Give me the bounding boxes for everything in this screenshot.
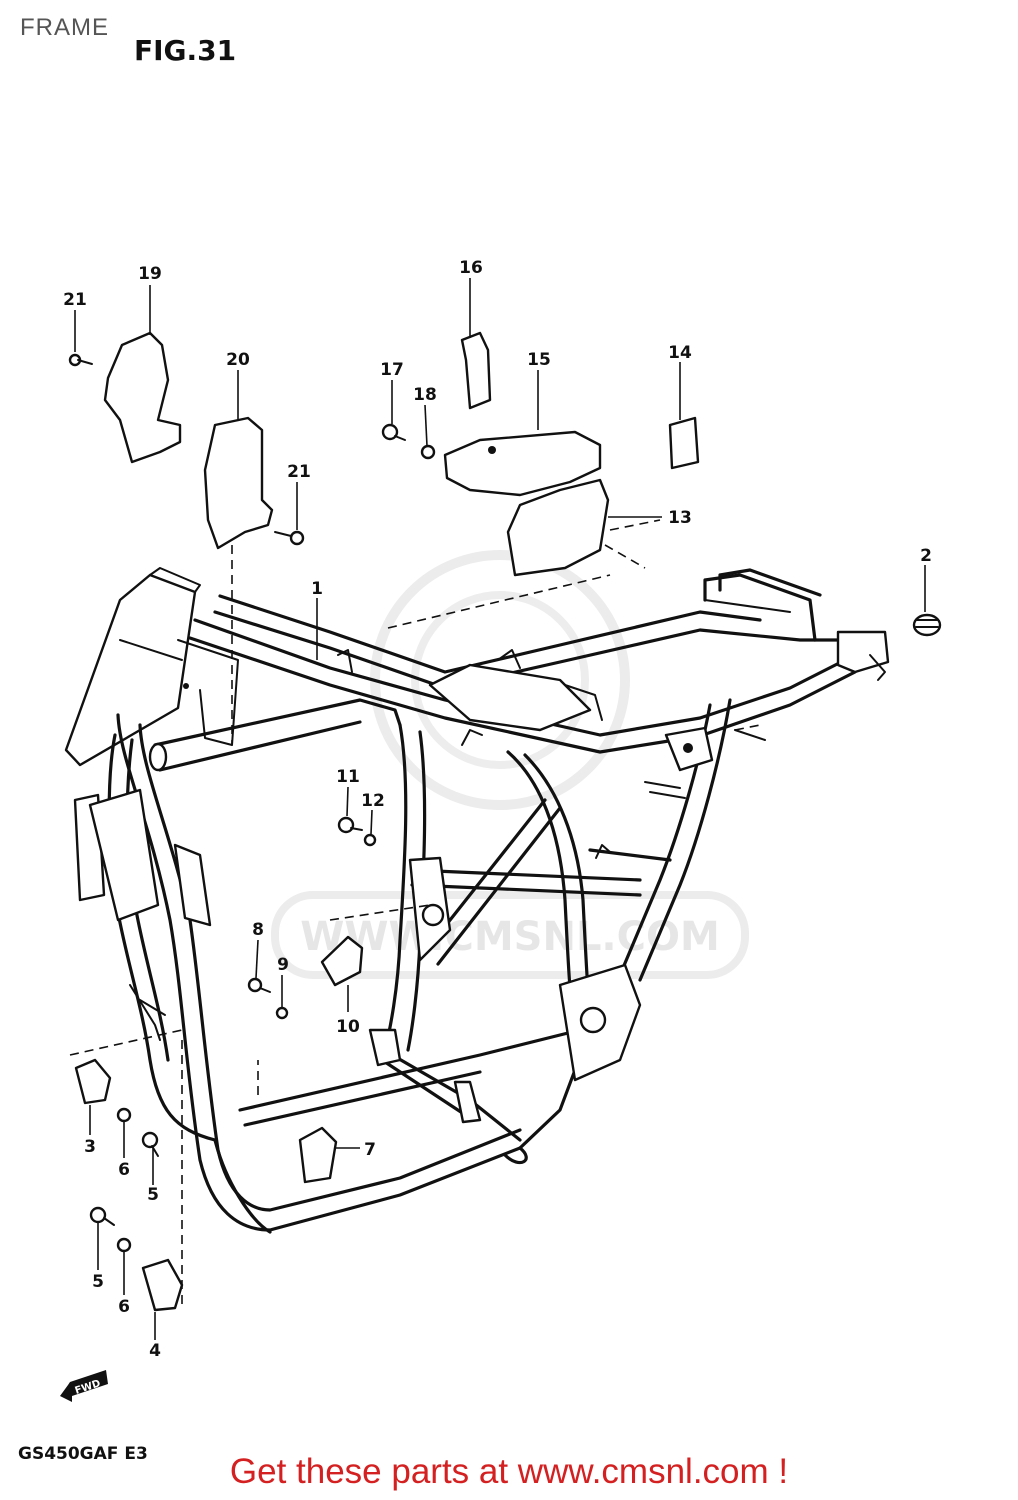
battery-box-part-15	[443, 430, 602, 497]
bolt-part-21-lower	[274, 530, 305, 546]
callout-2: 2	[920, 546, 932, 566]
bolt-part-5-lower	[89, 1206, 115, 1226]
callout-13: 13	[668, 508, 692, 528]
callout-9: 9	[277, 955, 289, 975]
callout-7: 7	[364, 1140, 376, 1160]
washer-part-6-upper	[116, 1107, 132, 1123]
bolt-part-8	[247, 977, 271, 993]
callout-1: 1	[311, 579, 323, 599]
bracket-part-13	[506, 478, 610, 577]
callout-labels: 21 19 20 21 17 18 16 15 14 13 2 1 11 12 …	[63, 258, 932, 1361]
page-title: FRAME	[20, 14, 109, 41]
washer-part-12	[363, 833, 377, 847]
callout-8: 8	[252, 920, 264, 940]
bolt-part-5-upper	[141, 1131, 159, 1157]
callout-6-upper: 6	[118, 1160, 130, 1180]
callout-10: 10	[336, 1017, 360, 1037]
callout-17: 17	[380, 360, 404, 380]
cushion-part-2	[912, 613, 942, 637]
callout-6-lower: 6	[118, 1297, 130, 1317]
bracket-part-20	[203, 416, 274, 550]
callout-18: 18	[413, 385, 437, 405]
callout-15: 15	[527, 350, 551, 370]
callout-12: 12	[361, 791, 385, 811]
bolt-part-11	[337, 816, 363, 834]
callout-leaders	[74, 278, 926, 1340]
model-code: GS450GAF E3	[18, 1444, 148, 1464]
strap-part-16	[460, 331, 492, 410]
forward-direction-arrow: FWD	[60, 1370, 108, 1402]
callout-20: 20	[226, 350, 250, 370]
assembly-guide-lines	[69, 519, 761, 1310]
figure-label: FIG.31	[134, 34, 237, 67]
callout-19: 19	[138, 264, 162, 284]
label-part-14	[668, 416, 700, 470]
bracket-part-3	[74, 1058, 112, 1105]
bracket-part-19	[103, 331, 182, 464]
callout-5-upper: 5	[147, 1185, 159, 1205]
callout-14: 14	[668, 343, 692, 363]
bolt-part-21-upper	[68, 353, 93, 367]
callout-21-lower: 21	[287, 462, 311, 482]
washer-part-9	[275, 1006, 289, 1020]
frame-part-1	[64, 567, 890, 1234]
callout-5-lower: 5	[92, 1272, 104, 1292]
callout-21-upper: 21	[63, 290, 87, 310]
bracket-part-4	[141, 1258, 184, 1312]
footer-link-text[interactable]: Get these parts at www.cmsnl.com !	[229, 1452, 789, 1491]
callout-11: 11	[336, 767, 360, 787]
plate-part-10	[320, 935, 364, 987]
nut-part-18	[420, 444, 436, 460]
callout-4: 4	[149, 1341, 161, 1361]
callout-16: 16	[459, 258, 483, 278]
washer-part-6-lower	[116, 1237, 132, 1253]
bracket-part-7	[298, 1126, 338, 1184]
bolt-part-17	[381, 423, 406, 441]
frame-exploded-diagram: WWW.CMSNL.COM	[60, 258, 942, 1402]
watermark-text: WWW.CMSNL.COM	[300, 914, 720, 960]
callout-3: 3	[84, 1137, 96, 1157]
